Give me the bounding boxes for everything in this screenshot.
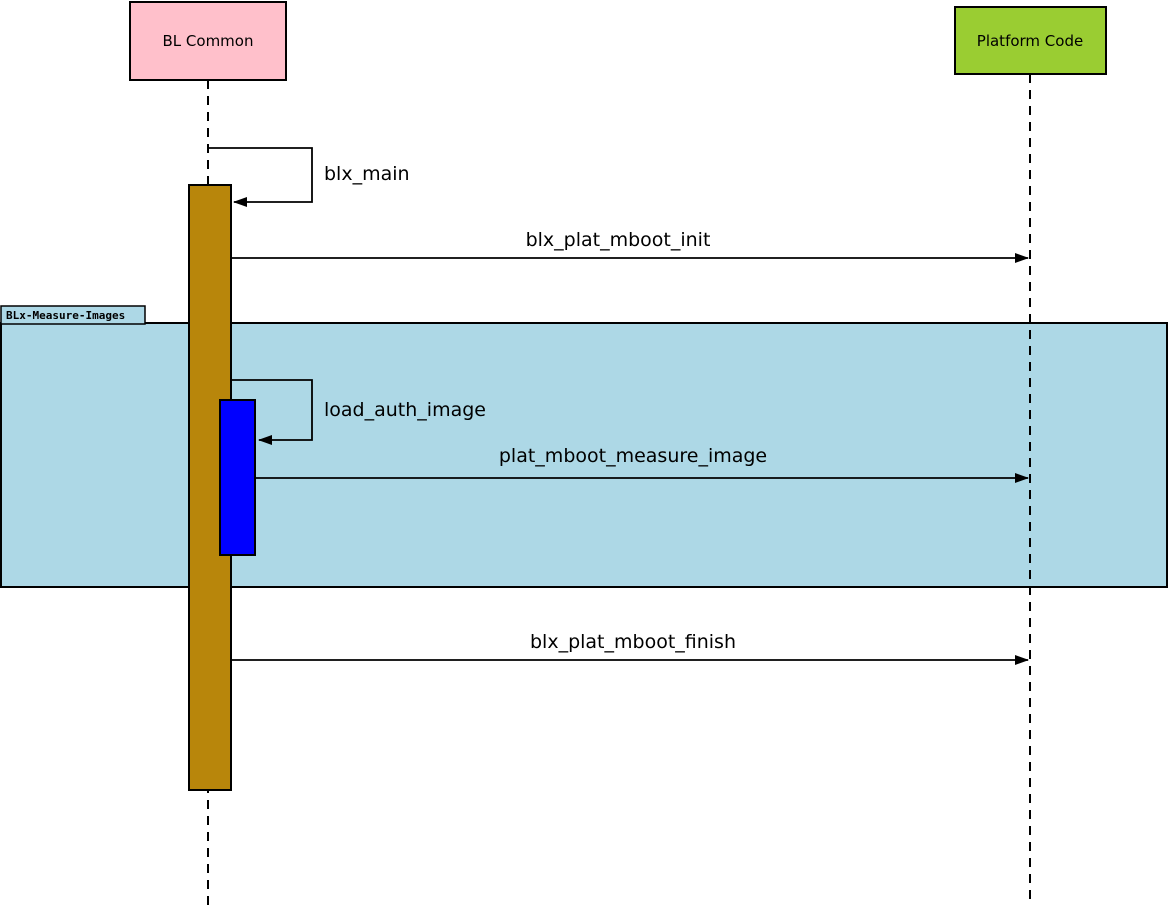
participant-box-bl-common (129, 1, 287, 81)
message-label-blx-main: blx_main (324, 163, 410, 185)
message-label-blx-plat-mboot-init: blx_plat_mboot_init (526, 229, 711, 251)
frame-label: BLx-Measure-Images (6, 309, 125, 322)
message-label-blx-plat-mboot-finish: blx_plat_mboot_finish (530, 631, 736, 653)
participant-label-bl-common: BL Common (163, 32, 254, 50)
frame-label-tab (0, 305, 146, 325)
message-label-plat-mboot-measure-image: plat_mboot_measure_image (499, 445, 767, 467)
message-label-load-auth-image: load_auth_image (324, 399, 486, 421)
participant-box-platform-code (954, 6, 1107, 75)
activation-bar-nested (219, 399, 256, 556)
participant-label-platform-code: Platform Code (977, 32, 1083, 50)
self-call-blx-main-line (208, 147, 313, 207)
self-call-load-auth-image-line (231, 379, 313, 445)
